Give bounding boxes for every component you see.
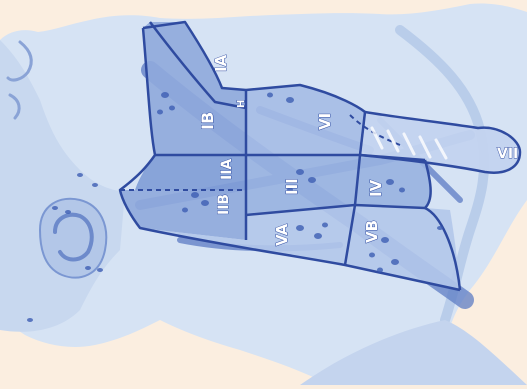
label-IV: IV: [367, 179, 385, 197]
label-IIA: IIA: [219, 159, 235, 180]
ear-outer: [40, 199, 106, 278]
label-IA: IA: [212, 54, 230, 72]
label-IIB: IIB: [216, 194, 232, 215]
label-VB: VB: [363, 220, 381, 243]
label-H: H: [236, 100, 247, 108]
label-III: III: [283, 178, 301, 195]
label-VI: VI: [316, 113, 334, 130]
label-VII: VII: [497, 146, 518, 162]
label-VA: VA: [273, 223, 291, 246]
label-IB: IB: [198, 112, 217, 130]
ear: [40, 199, 106, 278]
